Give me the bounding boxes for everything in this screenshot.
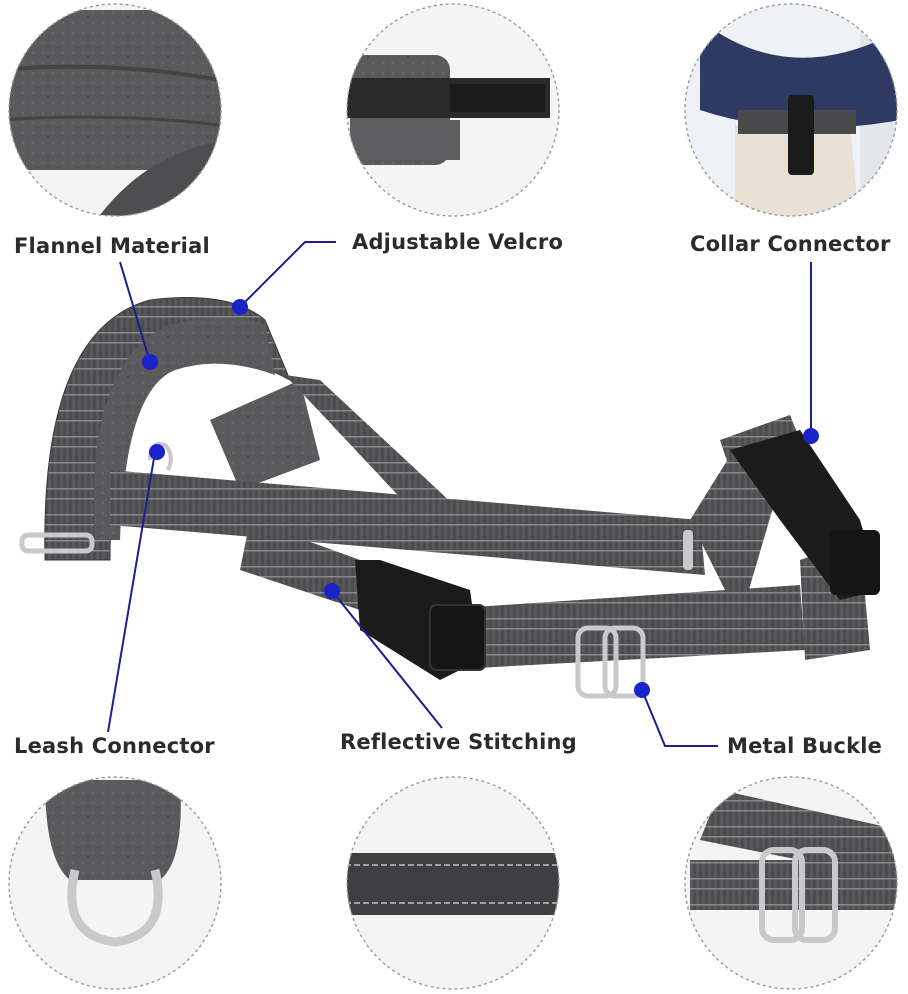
- callout-collar-connector: [803, 262, 819, 444]
- label-metal-buckle: Metal Buckle: [727, 734, 883, 758]
- velcro-detail-circle: [346, 3, 560, 217]
- callout-flannel-material: [119, 261, 158, 370]
- flannel-detail-circle: [8, 3, 222, 217]
- label-flannel-material: Flannel Material: [14, 234, 210, 258]
- callout-reflective-stitching: [324, 583, 443, 729]
- label-reflective-stitching: Reflective Stitching: [340, 730, 577, 754]
- label-adjustable-velcro: Adjustable Velcro: [352, 230, 564, 254]
- callout-metal-buckle: [634, 682, 718, 747]
- label-leash-connector: Leash Connector: [14, 734, 215, 758]
- leash-connector-detail-circle: [8, 776, 222, 990]
- stitching-detail-circle: [346, 776, 560, 990]
- metal-buckle-detail-circle: [684, 776, 898, 990]
- callout-adjustable-velcro: [232, 241, 336, 315]
- label-collar-connector: Collar Connector: [690, 232, 891, 256]
- collar-detail-circle: [684, 3, 898, 217]
- callout-leash-connector: [107, 444, 165, 733]
